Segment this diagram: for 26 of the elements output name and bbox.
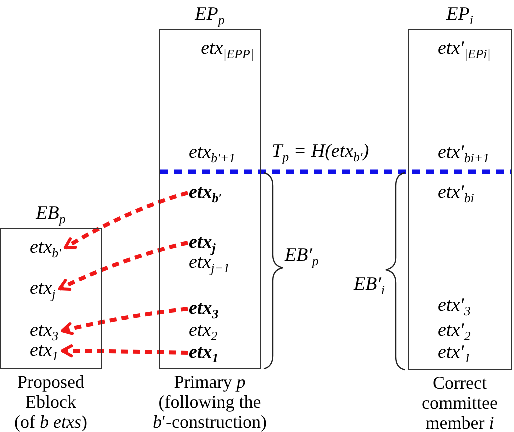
entry-label: etx$_{1}$ xyxy=(29,341,63,361)
entry-label: etx$_{3}$ xyxy=(188,299,223,319)
entry-label: etx$_{2}$ xyxy=(188,321,222,341)
entry-label: etx$_{j}$ xyxy=(29,279,60,299)
arrow xyxy=(64,191,189,250)
entry-label: etx′$_{1}$ xyxy=(437,343,475,363)
column-heading: EB$_{p}$ xyxy=(36,203,66,225)
column-heading: EP$_{i}$ xyxy=(446,4,474,26)
entry-label: etx′$_{3}$ xyxy=(437,296,475,316)
arrow xyxy=(58,241,188,292)
entry-label: etx$_{b′}$ xyxy=(188,183,226,203)
brace-label: EB′$_{p}$ xyxy=(285,245,319,267)
column-heading: EP$_{p}$ xyxy=(195,4,225,26)
column-caption: Primary p (following the b′-construction) xyxy=(153,372,267,432)
entry-label: etx$_{1}$ xyxy=(188,343,223,363)
brace-label: EB′$_{i}$ xyxy=(354,274,385,296)
column-caption: Proposed Eblock (of b etxs) xyxy=(14,372,88,432)
column-caption: Correct committee member i xyxy=(422,373,498,432)
entry-label: etx$_{b′+1}$ xyxy=(188,143,240,163)
entry-label: etx$_{j}$ xyxy=(188,233,220,253)
entry-label: etx′$_{2}$ xyxy=(437,321,475,341)
arrow xyxy=(61,307,188,336)
entry-label: etx$_{b′}$ xyxy=(29,238,66,258)
arrow xyxy=(61,344,188,358)
formula-label: T$_{p}$ = H(etx$_{b′}$) xyxy=(272,141,370,163)
entry-label: etx$_{3}$ xyxy=(29,321,63,341)
